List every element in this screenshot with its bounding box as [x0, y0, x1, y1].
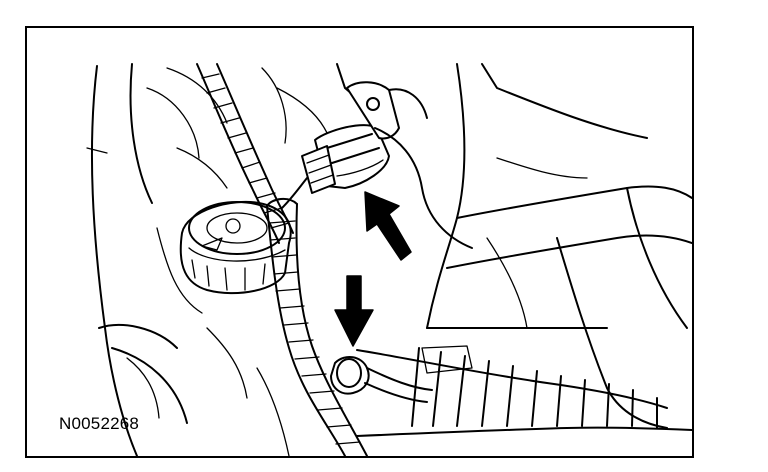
illustration-frame: N0052268: [25, 26, 694, 458]
arrow-up-right-icon: [364, 191, 412, 261]
air-filter-housing: [421, 63, 692, 429]
wiring-harness-main: [266, 198, 368, 456]
engine-bay-illustration: [86, 63, 692, 456]
wiring-harness-left: [196, 63, 294, 244]
reservoir-cap: [179, 200, 292, 295]
electrical-connector: [281, 124, 390, 209]
figure-id-label: N0052268: [59, 414, 140, 433]
arrow-down-icon: [334, 275, 374, 347]
engine-background: [86, 63, 373, 456]
vacuum-hose-end: [330, 356, 433, 403]
intake-vent-fins: [356, 347, 692, 437]
